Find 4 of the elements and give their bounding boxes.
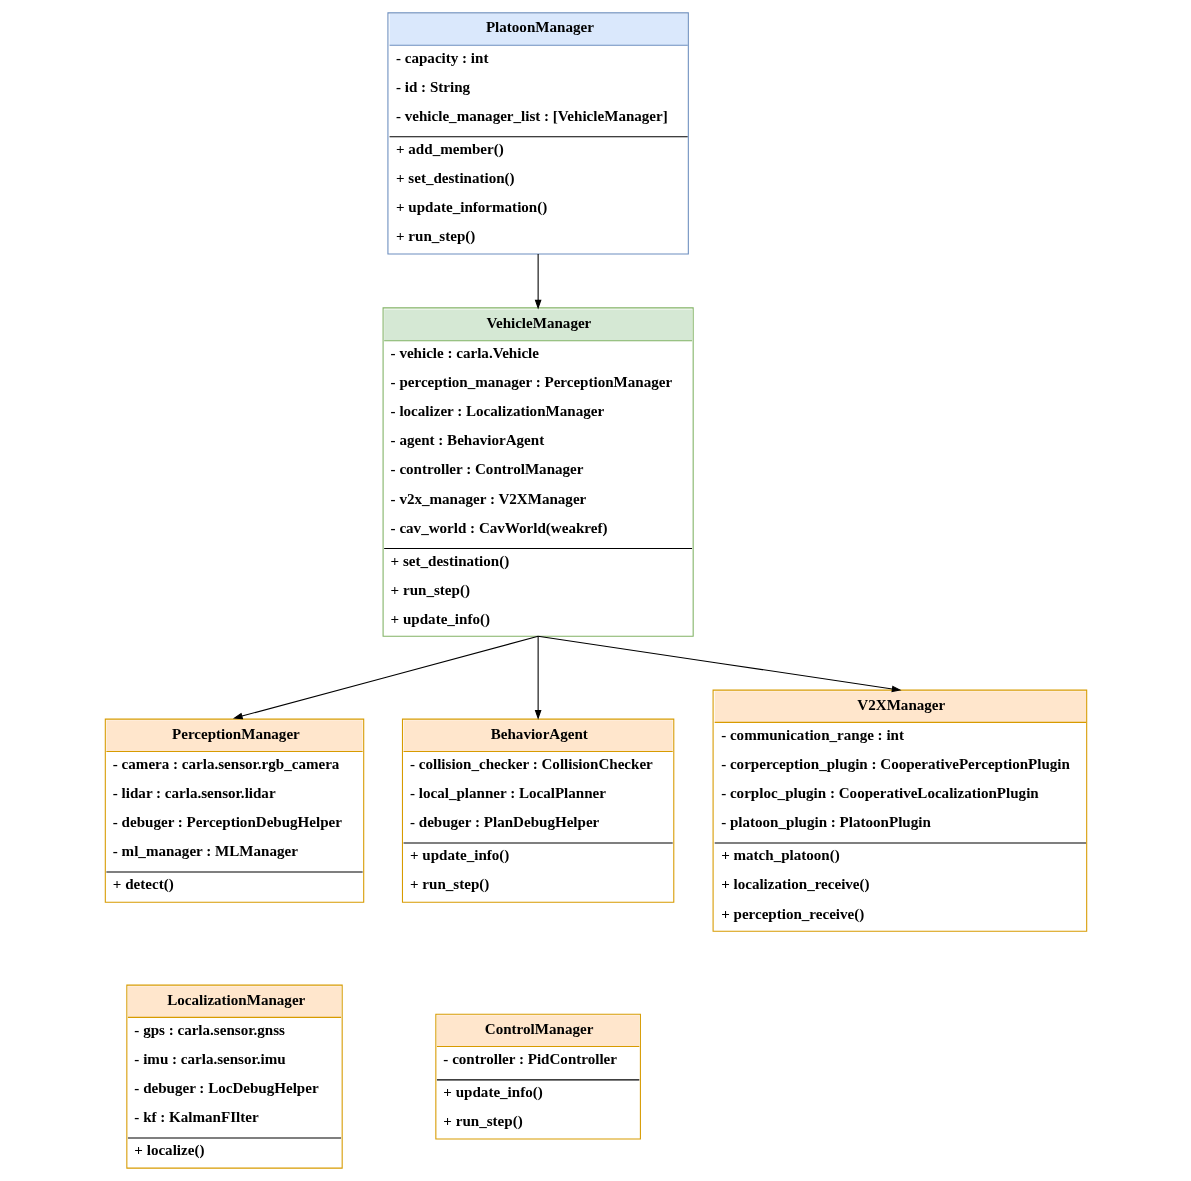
arrow — [534, 635, 542, 720]
arrow — [534, 253, 542, 310]
arrow — [232, 635, 539, 720]
arrow — [537, 635, 901, 693]
